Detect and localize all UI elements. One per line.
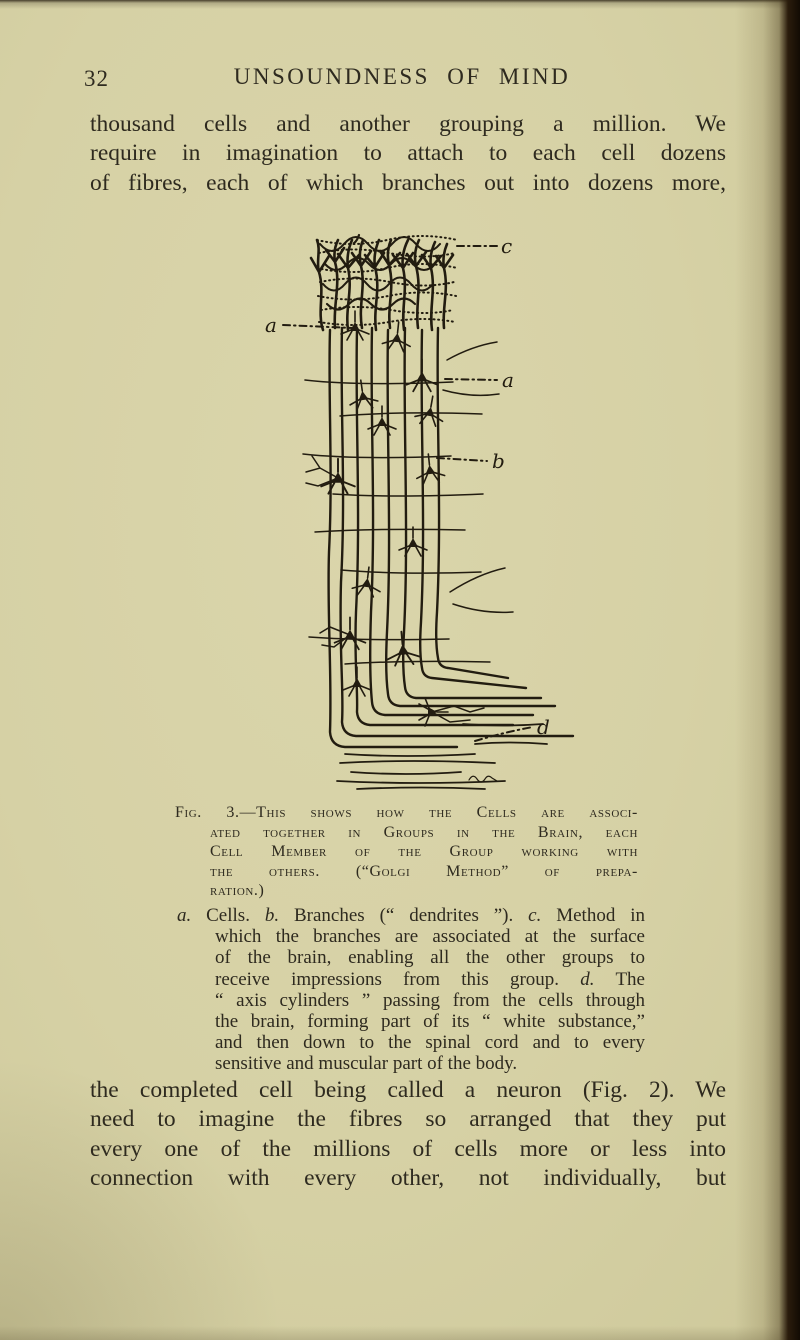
caption-line: Cell Member of the Group working with [210, 843, 638, 861]
page-number: 32 [84, 66, 109, 91]
paragraph-top: thousand cells and another grouping a mi… [90, 110, 726, 198]
legend-line: “ axis cylinders ” passing from the cell… [215, 989, 645, 1011]
legend-line: which the branches are associated at the… [215, 926, 645, 948]
text-line: thousand cells and another grouping a mi… [90, 111, 726, 137]
figure-caption: Fig. 3.—This shows how the Cells are ass… [175, 803, 638, 901]
legend-line: receive impressions from this group. d. … [177, 969, 645, 990]
figure-label-c: c [501, 234, 512, 258]
figure-legend: a. Cells. b. Branches (“ dendrites ”). c… [177, 905, 645, 1075]
text-line: every one of the millions of cells more … [90, 1135, 726, 1162]
caption-line: ration.) [210, 882, 265, 900]
legend-line: sensitive and muscular part of the body. [215, 1053, 518, 1075]
legend-line: of the brain, enabling all the other gro… [215, 947, 645, 969]
legend-key-b: b. [264, 905, 280, 926]
paragraph-bottom: the completed cell being called a neuron… [90, 1076, 726, 1194]
legend-text: Method in [541, 905, 646, 926]
legend-text: receive impressions from this group. [215, 968, 581, 990]
text-line: connection with every other, not individ… [90, 1165, 726, 1192]
legend-line: and then down to the spinal cord and to … [215, 1032, 645, 1054]
figure-label-d: d [537, 715, 550, 739]
leader-line-a-right [444, 378, 498, 381]
legend-key-c: c. [528, 905, 542, 926]
text-line: of fibres, each of which branches out in… [90, 169, 726, 196]
caption-line: the others. (“Golgi Method” of prepa- [210, 862, 638, 880]
figure-drawing [282, 233, 575, 790]
caption-line: Fig. 3.—This shows how the Cells are ass… [175, 804, 638, 821]
neuron-illustration: c a a b d [265, 233, 575, 790]
figure-label-a-right: a [502, 368, 514, 392]
legend-text: The [594, 968, 645, 990]
text-line: require in imagination to attach to each… [90, 140, 726, 167]
leader-line-b [436, 457, 488, 462]
text-line: the completed cell being called a neuron… [90, 1077, 726, 1103]
legend-text: Cells. [191, 905, 265, 926]
caption-line: ated together in Groups in the Brain, ea… [210, 823, 638, 841]
running-title: UNSOUNDNESS OF MIND [233, 64, 571, 89]
legend-line: the brain, forming part of its “ white s… [215, 1011, 645, 1033]
legend-text: Branches (“ dendrites ”). [279, 905, 529, 926]
figure-label-a-left: a [265, 313, 277, 337]
legend-key-a: a. [177, 905, 192, 926]
leader-line-d [474, 726, 534, 742]
figure-label-b: b [492, 449, 505, 473]
legend-line: a. Cells. b. Branches (“ dendrites ”). c… [177, 905, 645, 926]
legend-key-d: d. [580, 968, 595, 990]
text-line: need to imagine the fibres so arranged t… [90, 1106, 726, 1133]
figure-3: c a a b d [245, 232, 585, 804]
